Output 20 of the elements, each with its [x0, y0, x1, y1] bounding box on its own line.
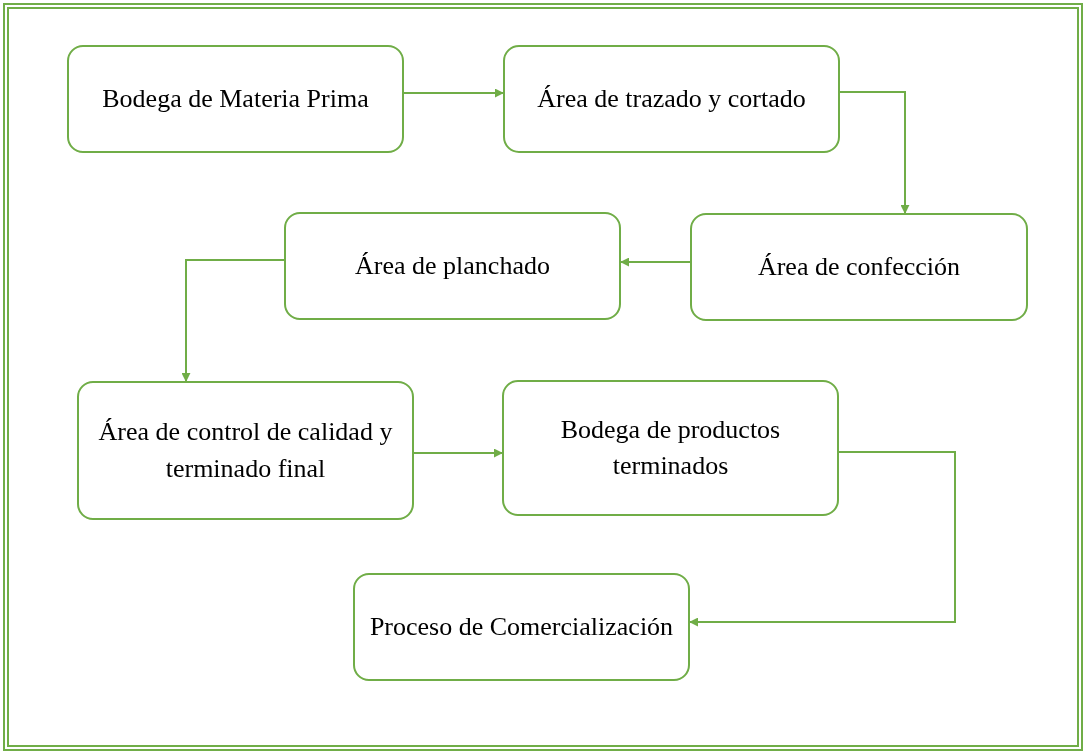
process-box [690, 213, 1028, 321]
process-box [503, 45, 840, 153]
box-label: Área de control de calidad y terminado final [97, 416, 394, 485]
process-box [284, 212, 621, 320]
arrow [839, 91, 910, 214]
box-label: Área de confección [757, 250, 961, 283]
box-label: Área de trazado y cortado [537, 82, 806, 115]
box-label: Área de planchado [355, 249, 550, 282]
arrow [403, 88, 504, 98]
arrow [620, 257, 691, 267]
arrow [413, 448, 503, 458]
box-label: Bodega de Materia Prima [102, 82, 369, 115]
process-box [353, 573, 690, 681]
box-label: Proceso de Comercialización [369, 610, 674, 643]
box-label: Bodega de productos terminados [559, 413, 782, 482]
arrow [181, 259, 285, 382]
process-box [502, 380, 839, 516]
process-box [67, 45, 404, 153]
process-box [77, 381, 414, 520]
arrow [689, 451, 956, 627]
